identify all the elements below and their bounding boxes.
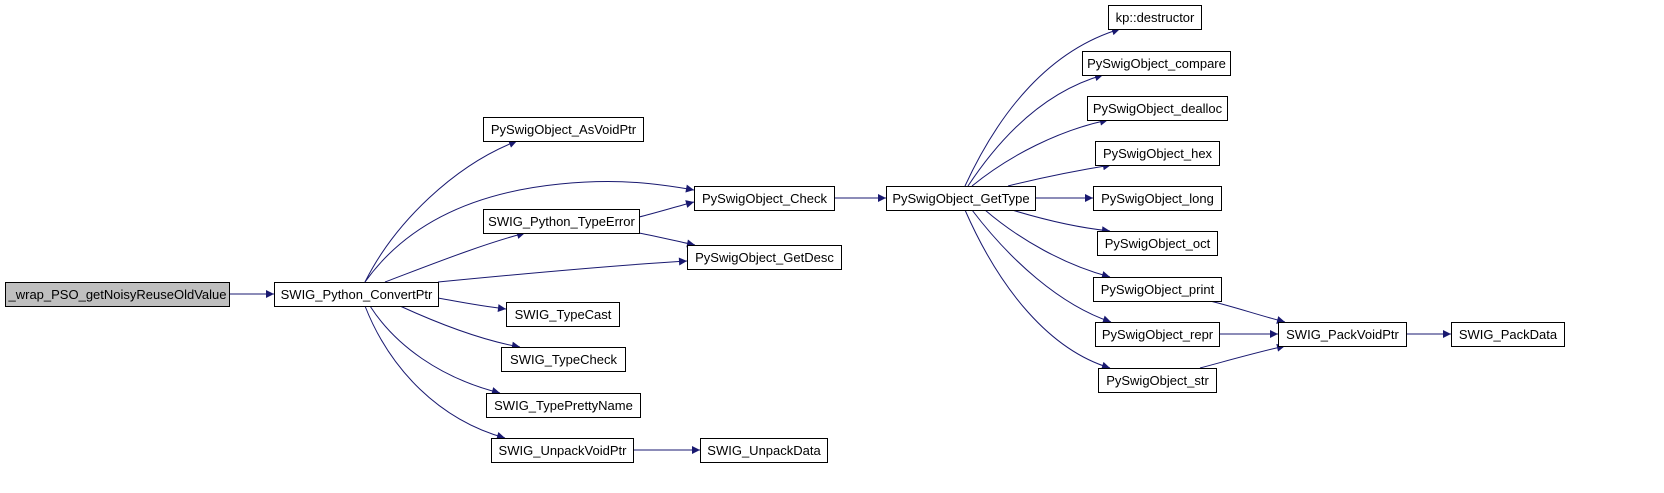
node-box bbox=[483, 209, 640, 234]
node-label: PySwigObject_dealloc bbox=[1093, 101, 1223, 116]
node-label: SWIG_TypePrettyName bbox=[494, 398, 633, 413]
node-label: PySwigObject_oct bbox=[1105, 236, 1211, 251]
node-label: PySwigObject_GetDesc bbox=[695, 250, 834, 265]
root-function-node: _wrap_PSO_getNoisyReuseOldValue bbox=[5, 282, 230, 307]
node-box bbox=[886, 186, 1036, 211]
edge-PySwigObject_GetType-to-PySwigObject_repr bbox=[971, 209, 1112, 324]
edge-SWIG_Python_TypeError-to-PySwigObject_Check bbox=[638, 200, 695, 218]
node-box bbox=[694, 186, 835, 211]
function-node[interactable]: PySwigObject_dealloc bbox=[1087, 96, 1228, 121]
function-node[interactable]: PySwigObject_compare bbox=[1082, 51, 1231, 76]
node-label: SWIG_UnpackVoidPtr bbox=[499, 443, 628, 458]
edge-PySwigObject_GetType-to-PySwigObject_str bbox=[964, 209, 1111, 370]
node-label: PySwigObject_long bbox=[1101, 191, 1214, 206]
function-node[interactable]: PySwigObject_oct bbox=[1097, 231, 1218, 256]
node-label: PySwigObject_Check bbox=[702, 191, 827, 206]
function-node[interactable]: PySwigObject_long bbox=[1093, 186, 1222, 211]
node-layer: _wrap_PSO_getNoisyReuseOldValue SWIG_Pyth… bbox=[5, 5, 1565, 463]
node-label: PySwigObject_GetType bbox=[892, 191, 1029, 206]
node-box bbox=[1093, 277, 1222, 302]
function-node[interactable]: PySwigObject_AsVoidPtr bbox=[483, 117, 644, 142]
node-box bbox=[501, 347, 626, 372]
function-node[interactable]: SWIG_Python_ConvertPtr bbox=[274, 282, 439, 307]
function-node[interactable]: SWIG_PackVoidPtr bbox=[1278, 322, 1407, 347]
function-node[interactable]: SWIG_PackData bbox=[1451, 322, 1565, 347]
edge-PySwigObject_GetType-to-PySwigObject_compare bbox=[967, 73, 1104, 187]
function-node[interactable]: PySwigObject_hex bbox=[1095, 141, 1220, 166]
edge-SWIG_Python_ConvertPtr-to-PySwigObject_GetDesc bbox=[437, 257, 688, 283]
edge-SWIG_Python_ConvertPtr-to-SWIG_UnpackVoidPtr bbox=[364, 305, 506, 440]
node-label: SWIG_Python_ConvertPtr bbox=[281, 287, 433, 302]
node-box bbox=[1451, 322, 1565, 347]
node-label: PySwigObject_repr bbox=[1102, 327, 1214, 342]
function-node[interactable]: PySwigObject_repr bbox=[1095, 322, 1220, 347]
function-node[interactable]: PySwigObject_GetType bbox=[886, 186, 1036, 211]
node-box bbox=[1095, 322, 1220, 347]
node-box bbox=[700, 438, 828, 463]
function-node[interactable]: SWIG_TypeCast bbox=[506, 302, 620, 327]
edge-SWIG_Python_ConvertPtr-to-PySwigObject_AsVoidPtr bbox=[364, 140, 518, 283]
node-box bbox=[1097, 231, 1218, 256]
node-box bbox=[1278, 322, 1407, 347]
node-label: PySwigObject_print bbox=[1101, 282, 1215, 297]
function-node[interactable]: SWIG_UnpackVoidPtr bbox=[491, 438, 634, 463]
node-label: PySwigObject_AsVoidPtr bbox=[491, 122, 637, 137]
edge-SWIG_Python_ConvertPtr-to-PySwigObject_Check bbox=[364, 181, 695, 283]
node-box bbox=[1095, 141, 1220, 166]
node-label: SWIG_Python_TypeError bbox=[488, 214, 635, 229]
edge-SWIG_Python_TypeError-to-PySwigObject_GetDesc bbox=[638, 232, 696, 248]
function-node[interactable]: PySwigObject_Check bbox=[694, 186, 835, 211]
node-box bbox=[274, 282, 439, 307]
function-node[interactable]: PySwigObject_str bbox=[1098, 368, 1217, 393]
node-box bbox=[483, 117, 644, 142]
edge-SWIG_Python_ConvertPtr-to-SWIG_TypeCast bbox=[437, 297, 507, 313]
edge-PySwigObject_GetType-to-PySwigObject_hex bbox=[1007, 162, 1112, 187]
edge-layer bbox=[229, 27, 1451, 454]
node-box bbox=[1087, 96, 1228, 121]
node-label: PySwigObject_str bbox=[1106, 373, 1209, 388]
node-box bbox=[1098, 368, 1217, 393]
function-node[interactable]: SWIG_TypeCheck bbox=[501, 347, 626, 372]
node-label: SWIG_PackData bbox=[1459, 327, 1558, 342]
node-box bbox=[1093, 186, 1222, 211]
node-label: SWIG_UnpackData bbox=[707, 443, 821, 458]
edge-PySwigObject_str-to-SWIG_PackVoidPtr bbox=[1199, 343, 1286, 369]
function-node[interactable]: PySwigObject_print bbox=[1093, 277, 1222, 302]
function-node[interactable]: SWIG_Python_TypeError bbox=[483, 209, 640, 234]
edge-SWIG_Python_ConvertPtr-to-SWIG_TypePrettyName bbox=[369, 305, 501, 395]
edge-PySwigObject_GetType-to-PySwigObject_dealloc bbox=[971, 117, 1109, 187]
node-box bbox=[486, 393, 641, 418]
node-label: SWIG_TypeCheck bbox=[510, 352, 617, 367]
node-label: SWIG_TypeCast bbox=[515, 307, 612, 322]
node-label: PySwigObject_compare bbox=[1087, 56, 1226, 71]
node-label: _wrap_PSO_getNoisyReuseOldValue bbox=[8, 287, 227, 302]
edge-SWIG_Python_ConvertPtr-to-SWIG_Python_TypeError bbox=[384, 231, 526, 283]
function-node[interactable]: PySwigObject_GetDesc bbox=[687, 245, 842, 270]
node-label: kp::destructor bbox=[1116, 10, 1195, 25]
node-box bbox=[687, 245, 842, 270]
edge-SWIG_Python_ConvertPtr-to-SWIG_TypeCheck bbox=[399, 305, 521, 350]
node-box bbox=[5, 282, 230, 307]
node-label: PySwigObject_hex bbox=[1103, 146, 1213, 161]
function-node[interactable]: kp::destructor bbox=[1108, 5, 1202, 30]
edge-PySwigObject_print-to-SWIG_PackVoidPtr bbox=[1209, 300, 1286, 324]
node-box bbox=[491, 438, 634, 463]
edge-PySwigObject_GetType-to-PySwigObject_print bbox=[984, 209, 1111, 279]
node-box bbox=[506, 302, 620, 327]
function-node[interactable]: SWIG_TypePrettyName bbox=[486, 393, 641, 418]
node-label: SWIG_PackVoidPtr bbox=[1286, 327, 1399, 342]
edge-PySwigObject_GetType-to-PySwigObject_oct bbox=[1011, 209, 1111, 235]
node-box bbox=[1082, 51, 1231, 76]
function-node[interactable]: SWIG_UnpackData bbox=[700, 438, 828, 463]
node-box bbox=[1108, 5, 1202, 30]
edge-PySwigObject_GetType-to-kp::destructor bbox=[964, 27, 1121, 187]
